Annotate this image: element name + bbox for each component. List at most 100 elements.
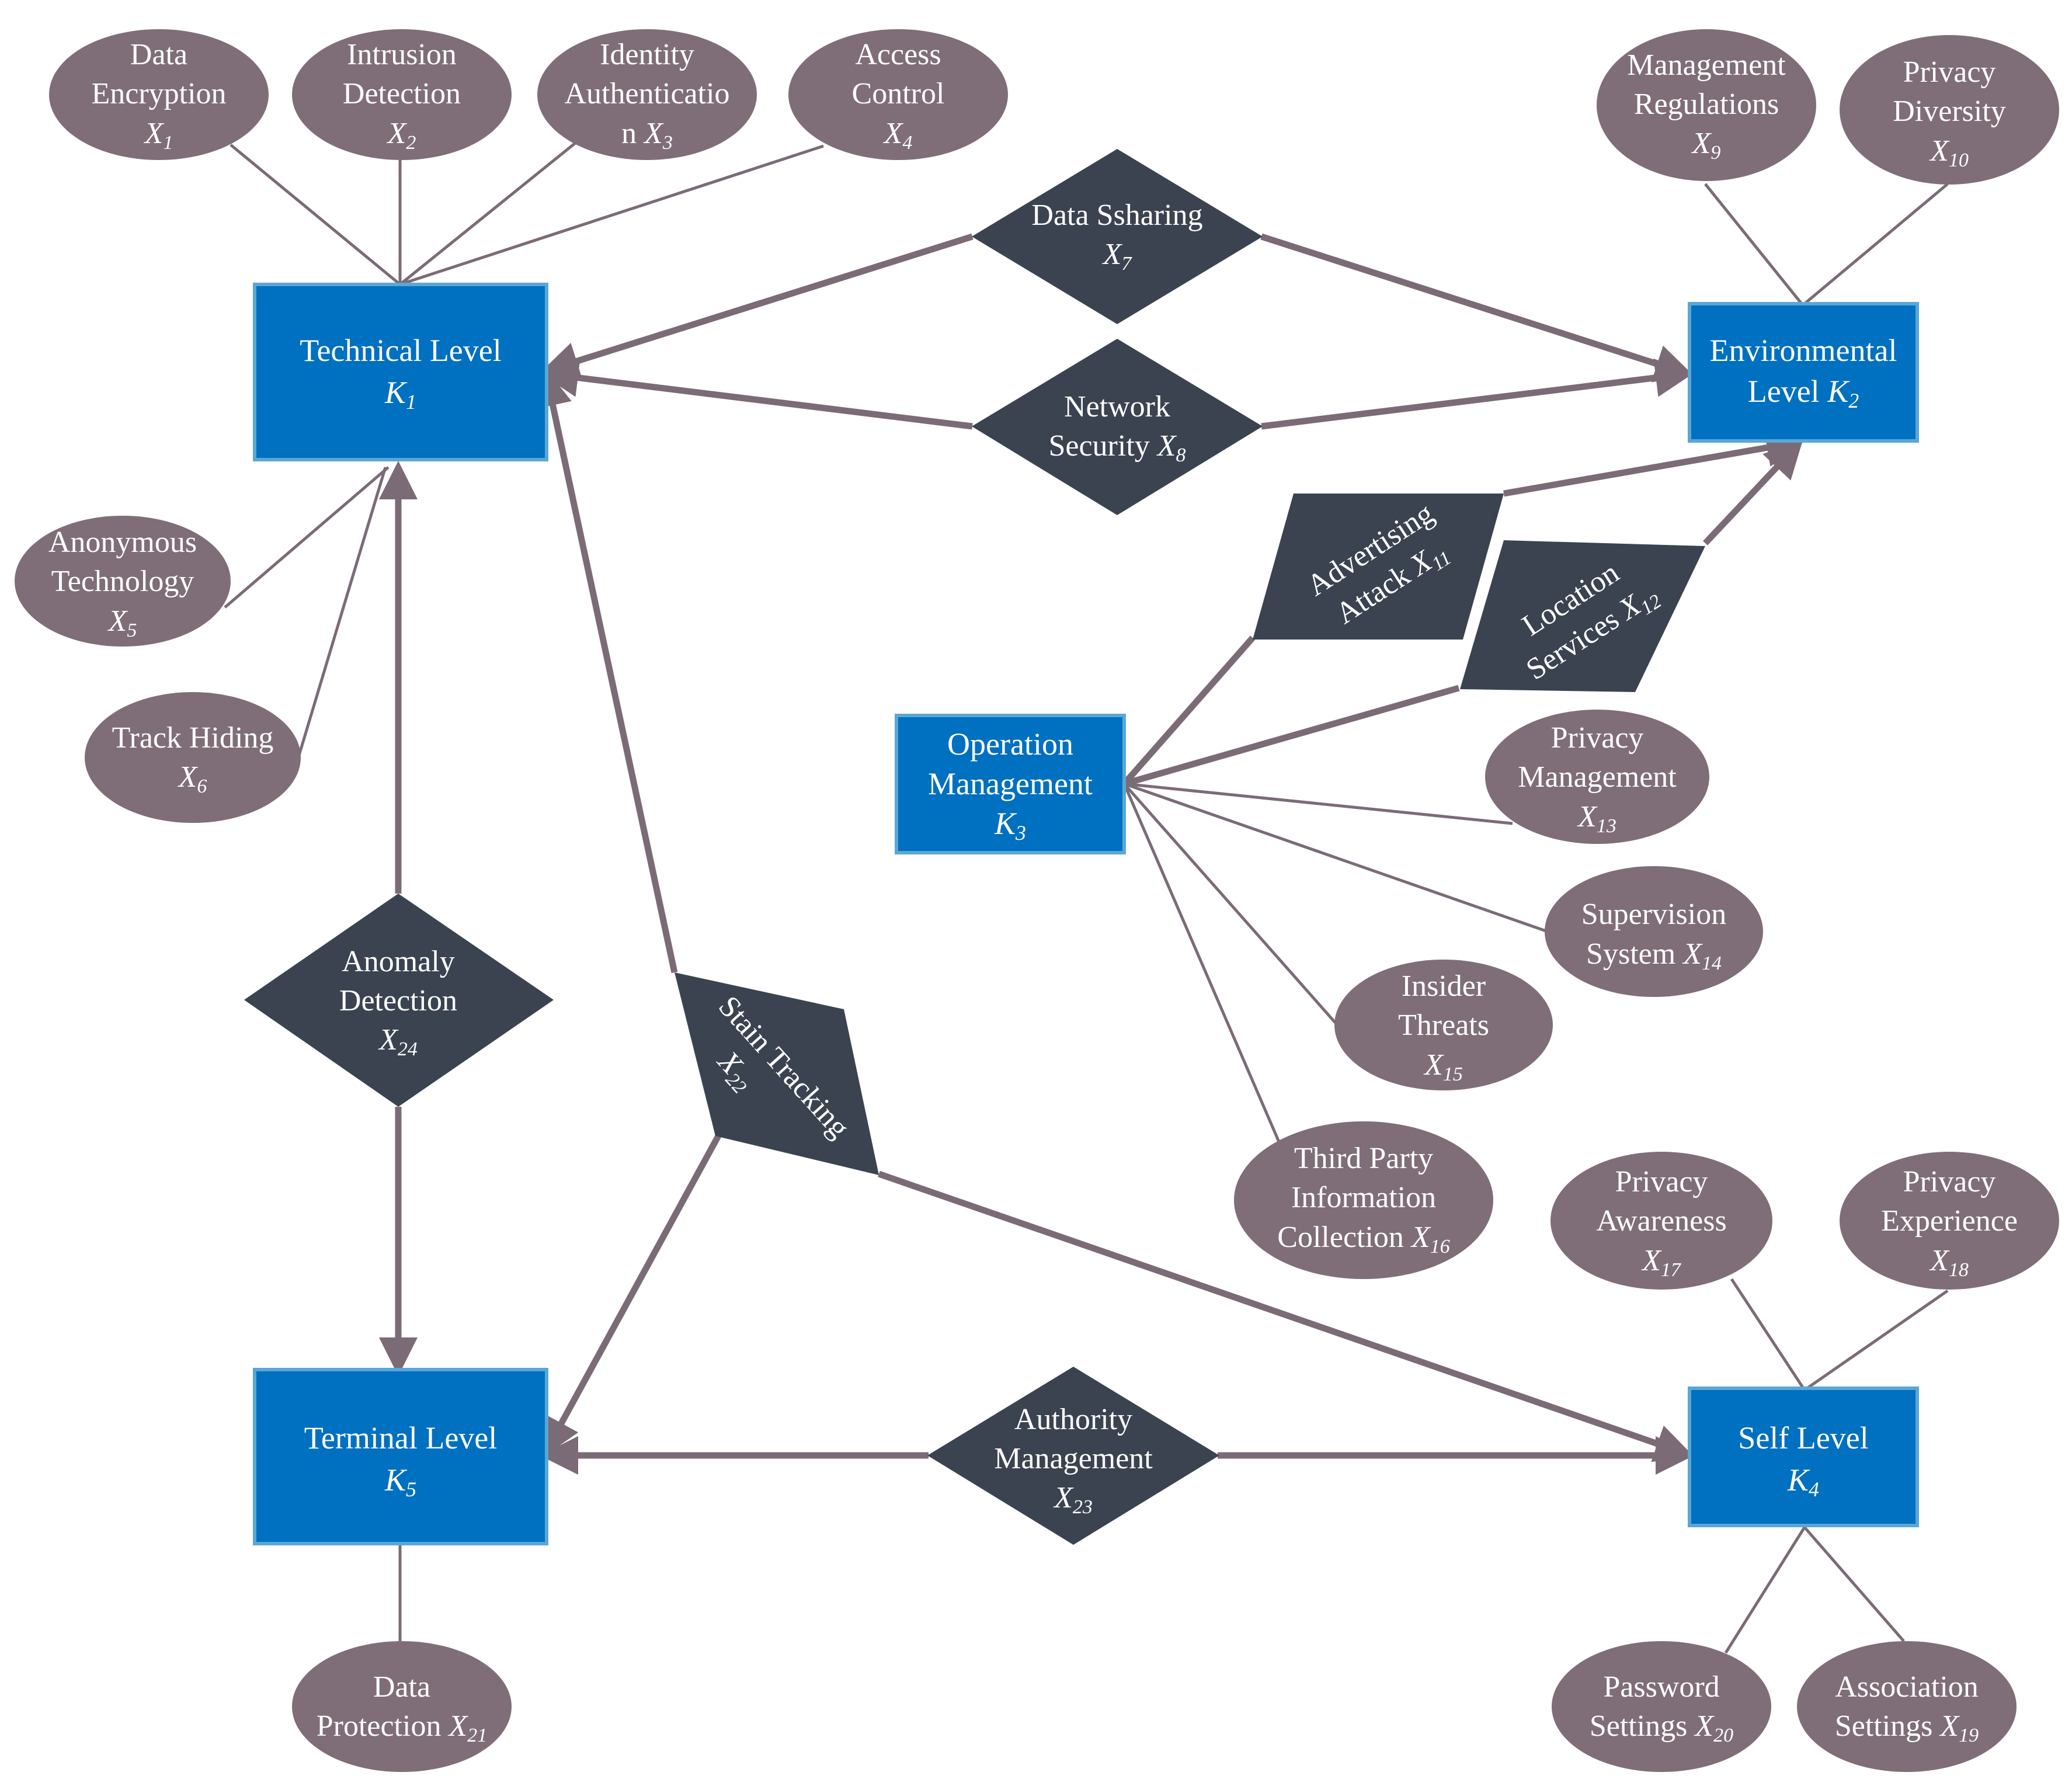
level-self: Self Level K4 [1688, 1387, 1919, 1527]
factor-label: Track Hiding [112, 721, 274, 755]
factor-x4: Access Control X4 [788, 29, 1008, 160]
level-name-line2: Management [928, 766, 1093, 801]
factor-symbol: Security X8 [1048, 429, 1186, 466]
edge-x13-k3 [1124, 782, 1513, 825]
arrow-x22-to-k4 [878, 1170, 1694, 1462]
factor-x10: Privacy Diversity X10 [1840, 35, 2059, 185]
factor-x22: Stain Tracking X22 [675, 972, 879, 1175]
arrow-x12-to-k2 [1702, 439, 1803, 545]
level-symbol: K3 [994, 806, 1026, 845]
factor-x13: Privacy Management X13 [1485, 710, 1709, 844]
level-box [253, 1368, 548, 1545]
oval-shape [292, 29, 512, 160]
factor-label: Privacy [1551, 721, 1644, 755]
factor-x19: Association Settings X19 [1797, 1641, 2017, 1772]
factor-label: Insider [1402, 970, 1486, 1003]
factor-symbol: Collection X16 [1277, 1221, 1449, 1257]
factor-x9: Management Regulations X9 [1597, 29, 1816, 181]
relationship-arrows [379, 233, 1805, 1475]
oval-shape [1334, 960, 1553, 1090]
arrow-x7-to-k1 [540, 233, 974, 380]
oval-shape [1234, 1121, 1493, 1279]
level-symbol: K5 [384, 1462, 416, 1501]
factor-label-line2: Management [1518, 760, 1677, 794]
factor-x17: Privacy Awareness X17 [1550, 1152, 1772, 1290]
factor-symbol: X24 [378, 1023, 418, 1060]
factor-label: Password [1603, 1670, 1719, 1704]
edge-x4-k1 [399, 144, 824, 286]
oval-shape [788, 29, 1008, 160]
edge-x20-k4 [1724, 1526, 1806, 1654]
diamond-shape [927, 1367, 1219, 1545]
factor-x5: Anonymous Technology X5 [15, 516, 231, 647]
factor-x2: Intrusion Detection X2 [292, 29, 512, 160]
factor-x11: Advertising Attack X11 [1253, 494, 1504, 640]
factor-symbol: X5 [107, 604, 137, 641]
factor-symbol: X13 [1577, 800, 1616, 837]
oval-shape [292, 1641, 512, 1772]
arrow-x11-to-k2 [1503, 428, 1805, 497]
factor-label-line2: Encryption [91, 77, 226, 110]
factor-label-line2: Threats [1398, 1009, 1489, 1042]
edge-x9-k2 [1704, 183, 1803, 305]
factor-x14: Supervision System X14 [1545, 866, 1763, 997]
level-name-line1: Environmental [1710, 333, 1897, 368]
factor-x8: Network Security X8 [972, 339, 1263, 515]
factor-symbol: Protection X21 [317, 1709, 488, 1746]
parallelogram-shape [1460, 540, 1705, 692]
factor-x18: Privacy Experience X18 [1840, 1152, 2059, 1290]
factor-symbol: X17 [1641, 1244, 1682, 1281]
edge-x18-k4 [1803, 1289, 1949, 1392]
oval-shape [1597, 29, 1816, 181]
factor-label: Network [1064, 390, 1170, 423]
oval-shape [1840, 1152, 2059, 1290]
edge-x16-k3 [1122, 783, 1281, 1142]
factor-x24: Anomaly Detection X24 [244, 894, 554, 1107]
factor-symbol: X7 [1102, 238, 1133, 274]
edge-x19-k4 [1803, 1526, 1905, 1642]
factor-label: Access [855, 38, 941, 71]
oval-shape [1545, 866, 1763, 997]
factor-x7: Data Ssharing X7 [972, 149, 1263, 324]
factor-x23: Authority Management X23 [927, 1367, 1219, 1545]
level-box [1688, 302, 1919, 443]
arrow-x22-to-k5 [543, 1134, 721, 1457]
level-box [253, 283, 548, 461]
factor-label-line2: Regulations [1634, 88, 1779, 121]
factor-symbol: System X14 [1586, 937, 1722, 974]
factor-label-line2: Experience [1881, 1204, 2018, 1238]
factor-label: Privacy [1615, 1165, 1708, 1198]
factor-label-line2: Information [1291, 1181, 1436, 1214]
oval-shape [1840, 35, 2059, 185]
factor-label: Data [130, 38, 187, 71]
oval-shape [15, 516, 231, 647]
factor-x1: Data Encryption X1 [49, 29, 269, 160]
edge-k3-x12 [1123, 684, 1460, 787]
level-name: Self Level [1738, 1420, 1868, 1455]
factor-symbol: X6 [178, 760, 207, 797]
factor-symbol: X2 [387, 117, 416, 154]
factor-x12: Location Services X12 [1460, 540, 1705, 692]
factor-symbol: X4 [883, 117, 913, 154]
parallelogram-shape [1253, 494, 1504, 640]
level-box [895, 714, 1126, 854]
level-symbol: K4 [1787, 1462, 1819, 1501]
factor-label: Management [1627, 48, 1786, 82]
factor-x20: Password Settings X20 [1552, 1641, 1771, 1772]
level-name-line1: Operation [947, 727, 1073, 762]
factor-x3: Identity Authenticatio n X3 [537, 29, 757, 160]
factor-symbol: X15 [1423, 1048, 1463, 1085]
factor-label: Anonymous [48, 526, 197, 559]
factor-x21: Data Protection X21 [292, 1641, 512, 1772]
level-operation: Operation Management K3 [895, 714, 1126, 854]
level-environmental: Environmental Level K2 [1688, 302, 1919, 443]
factor-symbol: X9 [1691, 127, 1721, 164]
factor-label-line2: Management [994, 1442, 1153, 1475]
factor-label-line2: Technology [51, 565, 194, 598]
factor-label: Supervision [1581, 898, 1726, 931]
arrow-x8-to-k1 [540, 358, 973, 430]
oval-shape [1552, 1641, 1771, 1772]
level-name: Technical Level [300, 333, 502, 368]
factor-symbol: Settings X20 [1590, 1709, 1733, 1746]
